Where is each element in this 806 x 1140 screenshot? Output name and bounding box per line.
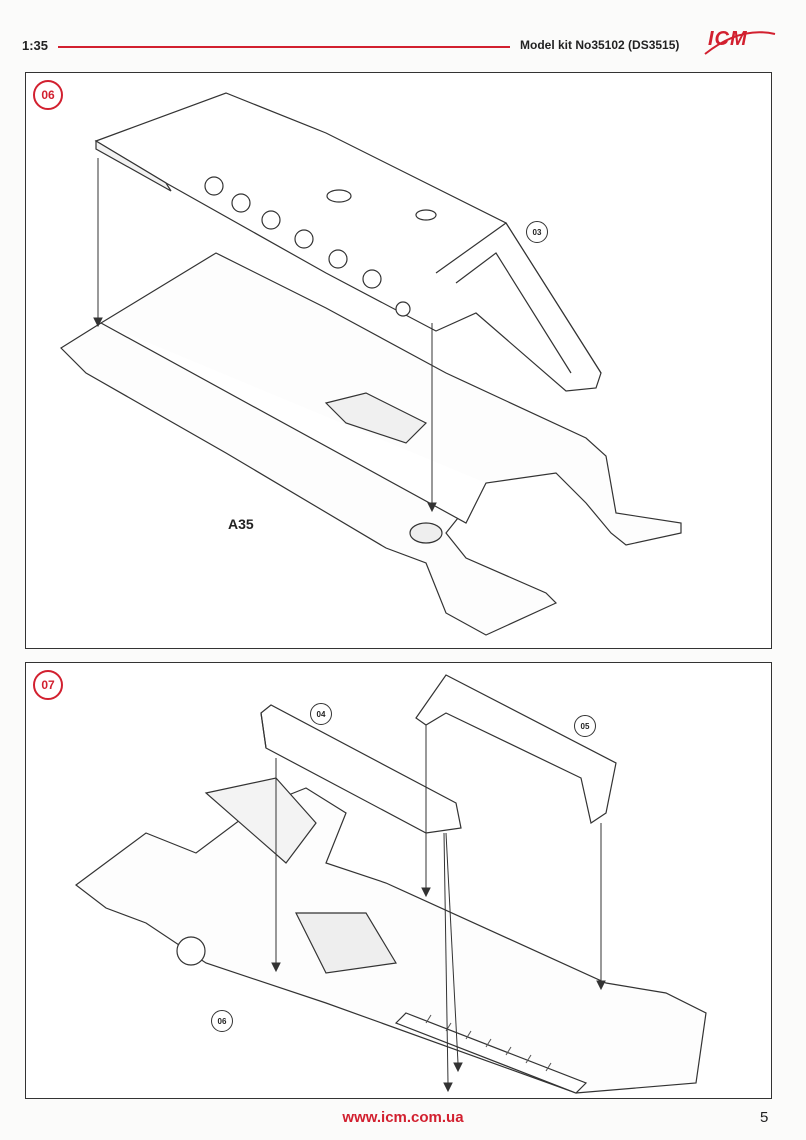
step-07-illustration [75, 674, 707, 1094]
step-07-panel: 07 [25, 662, 772, 1099]
callout-06: 06 [211, 1010, 233, 1032]
header-rule [58, 46, 510, 48]
step-06-illustration [60, 92, 682, 636]
callout-04: 04 [310, 703, 332, 725]
page-header: 1:35 Model kit No35102 (DS3515) ICM [0, 0, 806, 70]
scale-label: 1:35 [22, 38, 49, 53]
part-label-a35: A35 [228, 516, 254, 532]
step-number: 06 [33, 80, 63, 110]
logo-text: ICM [708, 28, 748, 50]
footer-url[interactable]: www.icm.com.ua [342, 1109, 464, 1126]
page-number: 5 [760, 1109, 769, 1126]
kit-number: Model kit No35102 (DS3515) [520, 38, 680, 52]
callout-05: 05 [574, 715, 596, 737]
step-number: 07 [33, 670, 63, 700]
icm-logo-icon [700, 24, 780, 68]
callout-03: 03 [526, 221, 548, 243]
step-06-panel: 06 [25, 72, 772, 649]
